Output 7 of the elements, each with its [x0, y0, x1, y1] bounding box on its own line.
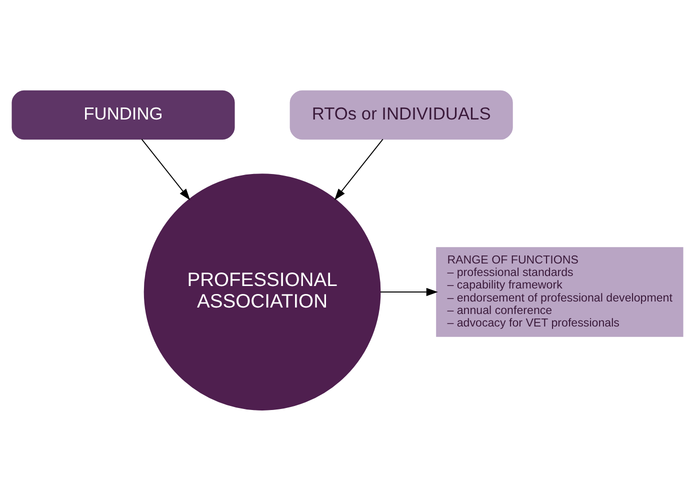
node-box: FUNDING — [12, 90, 235, 140]
arrow — [141, 138, 190, 200]
arrow — [380, 287, 438, 296]
arrow — [334, 138, 384, 200]
node-box: RANGE OF FUNCTIONS – professional standards – capability framework – endorsement of professional development – annual conference – advocacy for VET professionals — [436, 246, 684, 336]
node-circle: PROFESSIONAL ASSOCIATION — [144, 173, 381, 410]
node-box: RTOs or INDIVIDUALS — [290, 90, 513, 140]
